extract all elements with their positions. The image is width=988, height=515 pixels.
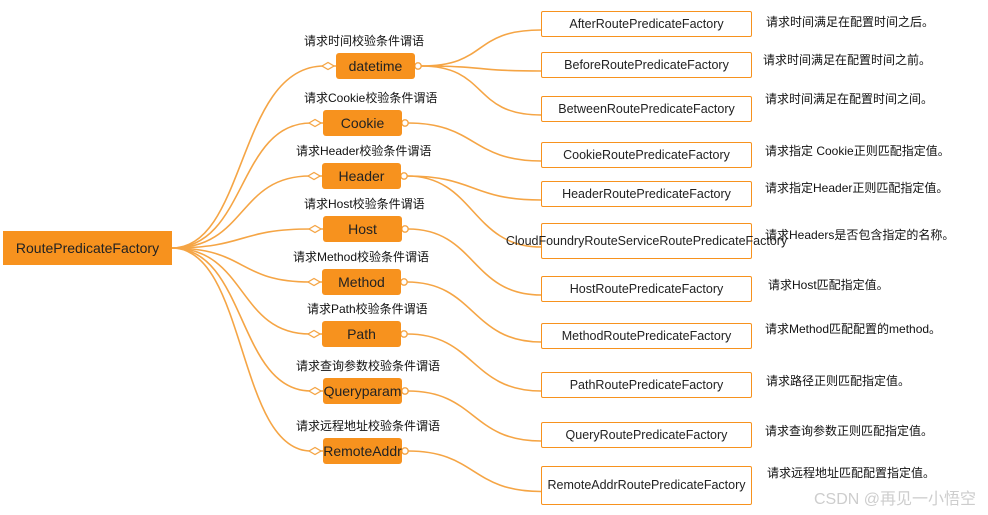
branch-diamond [320,61,336,71]
branch-diamond [307,446,323,456]
factory-node: CookieRoutePredicateFactory [541,142,752,168]
root-branch [171,65,336,249]
category-node-host: Host [323,216,402,242]
branch-diamond [306,171,322,181]
factory-description: 请求时间满足在配置时间之前。 [763,53,932,67]
watermark: CSDN @再见一小悟空 [813,491,976,508]
branch-circle [414,62,422,70]
factory-description: 请求指定 Cookie正则匹配指定值。 [765,144,950,158]
factory-label: CookieRoutePredicateFactory [563,147,730,162]
branch-diamond [307,224,323,234]
branch-circle [401,387,409,395]
category-label: Queryparam [323,383,402,399]
factory-branch [420,65,542,72]
factory-node: RemoteAddrRoutePredicateFactory [541,466,752,505]
factory-description: 请求路径正则匹配指定值。 [766,374,911,388]
category-caption: 请求Path校验条件谓语 [307,302,428,316]
factory-node: HeaderRoutePredicateFactory [541,181,752,207]
factory-label: MethodRoutePredicateFactory [561,328,732,343]
root-branch [171,247,322,283]
category-node-header: Header [322,163,401,189]
factory-node: BeforeRoutePredicateFactory [541,52,752,78]
category-node-remoteaddr: RemoteAddr [323,438,402,464]
factory-node: CloudFoundryRouteServiceRoutePredicateFa… [506,223,787,259]
factory-description: 请求Host匹配指定值。 [768,278,889,292]
factory-branch [406,333,542,392]
branch-circle [400,172,408,180]
factory-description: 请求时间满足在配置时间之间。 [765,92,934,106]
branch-circle [400,330,408,338]
factory-branch [407,450,542,493]
factory-node: MethodRoutePredicateFactory [541,323,752,349]
root-branch [171,247,322,335]
factory-branch [407,228,542,296]
branch-diamond [306,329,322,339]
category-caption: 请求查询参数校验条件谓语 [296,359,441,373]
root-branch [171,247,323,392]
factory-branch [420,65,542,116]
branch-circle [401,447,409,455]
factory-label: CloudFoundryRouteServiceRoutePredicateFa… [505,233,788,248]
root-node: RoutePredicateFactory [3,231,172,265]
category-caption: 请求时间校验条件谓语 [304,34,425,48]
category-label: datetime [348,58,403,74]
factory-description: 请求时间满足在配置时间之后。 [766,15,935,29]
factory-description: 请求远程地址匹配配置指定值。 [767,466,936,480]
factory-description: 请求指定Header正则匹配指定值。 [765,181,949,195]
category-caption: 请求远程地址校验条件谓语 [296,419,441,433]
factory-node: PathRoutePredicateFactory [541,372,752,398]
category-label: Method [338,274,385,290]
factory-branch [420,29,542,67]
root-branch [171,228,323,249]
factory-label: HeaderRoutePredicateFactory [562,186,731,201]
branch-diamond [307,386,323,396]
factory-node: AfterRoutePredicateFactory [541,11,752,37]
branch-diamond [307,118,323,128]
category-label: Path [347,326,376,342]
factory-label: PathRoutePredicateFactory [569,377,724,392]
branch-circle [400,278,408,286]
category-label: Host [348,221,377,237]
category-label: RemoteAddr [323,443,402,459]
factory-branch [407,390,542,442]
factory-label: RemoteAddrRoutePredicateFactory [547,478,746,492]
factory-label: AfterRoutePredicateFactory [569,16,724,31]
branch-circle [401,225,409,233]
factory-branch [406,175,542,201]
category-caption: 请求Method校验条件谓语 [293,250,430,264]
branch-diamond [306,277,322,287]
factory-branch [407,122,542,162]
category-node-queryparam: Queryparam [323,378,402,404]
root-label: RoutePredicateFactory [15,240,160,256]
category-node-method: Method [322,269,401,295]
root-branch [171,122,323,249]
factory-description: 请求查询参数正则匹配指定值。 [765,424,934,438]
factory-description: 请求Method匹配配置的method。 [765,322,942,336]
root-branch [171,175,322,249]
category-caption: 请求Header校验条件谓语 [296,144,432,158]
factory-node: QueryRoutePredicateFactory [541,422,752,448]
category-node-path: Path [322,321,401,347]
factory-description: 请求Headers是否包含指定的名称。 [765,228,955,242]
factory-node: BetweenRoutePredicateFactory [541,96,752,122]
category-label: Header [338,168,385,184]
factory-node: HostRoutePredicateFactory [541,276,752,302]
branch-circle [401,119,409,127]
factory-branch [406,281,542,343]
factory-branch [406,175,542,248]
category-node-cookie: Cookie [323,110,402,136]
factory-label: BeforeRoutePredicateFactory [564,57,729,72]
root-branch [171,247,323,452]
factory-label: HostRoutePredicateFactory [569,281,724,296]
category-node-datetime: datetime [336,53,415,79]
category-caption: 请求Host校验条件谓语 [304,197,425,211]
factory-label: BetweenRoutePredicateFactory [558,101,735,116]
category-caption: 请求Cookie校验条件谓语 [304,91,438,105]
category-label: Cookie [340,115,385,131]
factory-label: QueryRoutePredicateFactory [565,427,728,442]
